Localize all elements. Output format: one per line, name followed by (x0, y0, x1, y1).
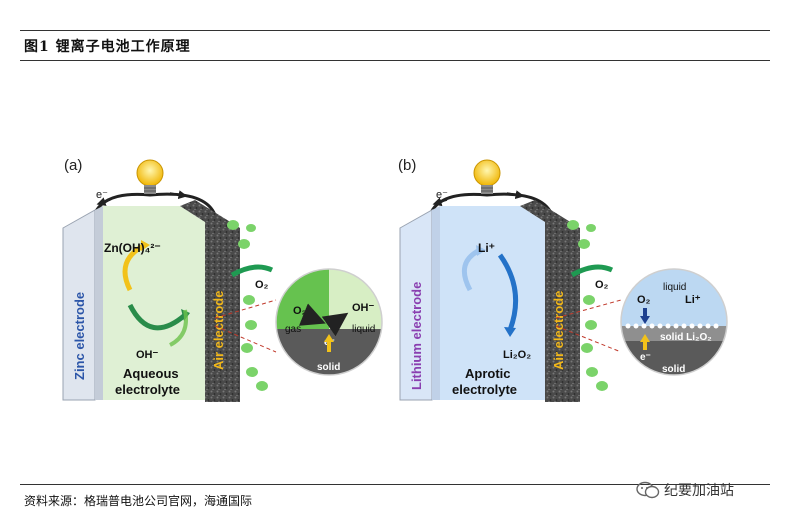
ion-label-hydroxide: OH⁻ (136, 349, 159, 361)
zoom-a-liquid: liquid (352, 324, 375, 335)
air-electrode-label-b: Air electrode (551, 291, 566, 370)
zoom-b-e: e⁻ (640, 352, 651, 363)
zoom-b-solid-product: solid Li₂O₂ (660, 332, 712, 343)
zoom-a-arrow-green (321, 312, 349, 337)
panel-b-wire (426, 192, 554, 226)
aqueous-electrolyte (103, 206, 205, 400)
electrolyte-label-a-2: electrolyte (115, 382, 180, 397)
title-rule-bottom (20, 60, 770, 61)
oxygen-molecules-a (227, 220, 268, 391)
panel-b-label: (b) (398, 157, 416, 174)
title-rule-top (20, 30, 770, 31)
lithium-electrode-label: Lithium electrode (409, 282, 424, 390)
panel-a-electron-label: e⁻ (96, 189, 108, 201)
zoom-a-gas: gas (285, 324, 301, 335)
panel-a-wire (90, 192, 217, 226)
lightbulb-icon (473, 159, 501, 194)
zoom-b-liquid: liquid (663, 282, 686, 293)
cycle-arrow-green-a2 (169, 309, 188, 347)
aprotic-electrolyte (440, 206, 545, 400)
ion-label-zincate: Zn(OH)₄²⁻ (104, 241, 161, 255)
electrolyte-label-a-1: Aqueous (123, 366, 179, 381)
source-note: 资料来源：格瑞普电池公司官网，海通国际 (24, 494, 253, 508)
zoom-b-solid: solid (662, 364, 685, 375)
cycle-arrow-blue-b2 (497, 253, 519, 331)
electrolyte-label-b-2: electrolyte (452, 382, 517, 397)
figure-title: 图1 锂离子电池工作原理 (24, 39, 191, 55)
source-rule (20, 484, 770, 485)
lightbulb-icon (136, 159, 164, 194)
zoom-a-oh: OH⁻ (352, 302, 375, 314)
panel-a-label: (a) (64, 157, 82, 174)
cycle-arrow-yellow-a (122, 242, 147, 292)
cycle-arrow-green-a (127, 303, 187, 331)
watermark-text: 纪要加油站 (664, 483, 734, 499)
air-electrode-a (180, 200, 240, 402)
ion-label-peroxide: Li₂O₂ (503, 349, 531, 361)
electrolyte-label-b-1: Aprotic (465, 366, 511, 381)
o2-label-b: O₂ (595, 279, 609, 291)
panel-a: (a) e⁻ Zinc electrode Air electrode Zn(O… (62, 157, 383, 402)
cycle-arrow-blue-b (461, 247, 482, 292)
air-electrode-label-a: Air electrode (211, 291, 226, 370)
oxygen-molecules-b (567, 220, 608, 391)
panel-b: (b) e⁻ Lithium electrode Air electrode L… (398, 157, 728, 402)
interface-dots-b (625, 323, 719, 329)
panel-b-electron-label: e⁻ (436, 189, 448, 201)
o2-inflow-arrow-a (230, 264, 274, 278)
zinc-electrode-label: Zinc electrode (72, 292, 87, 380)
wechat-icon (636, 481, 660, 499)
zoom-b-o2: O₂ (637, 294, 651, 306)
zoom-a-o2: O₂ (293, 305, 307, 317)
air-electrode-b (520, 200, 580, 402)
zoom-a-arrow-blue (298, 303, 326, 326)
watermark: 纪要加油站 (636, 480, 734, 500)
o2-inflow-arrow-b (570, 264, 614, 278)
zoom-a-solid: solid (317, 362, 340, 373)
o2-label-a: O₂ (255, 279, 269, 291)
ion-label-lithium: Li⁺ (478, 241, 495, 255)
zoom-b-li: Li⁺ (685, 294, 701, 306)
